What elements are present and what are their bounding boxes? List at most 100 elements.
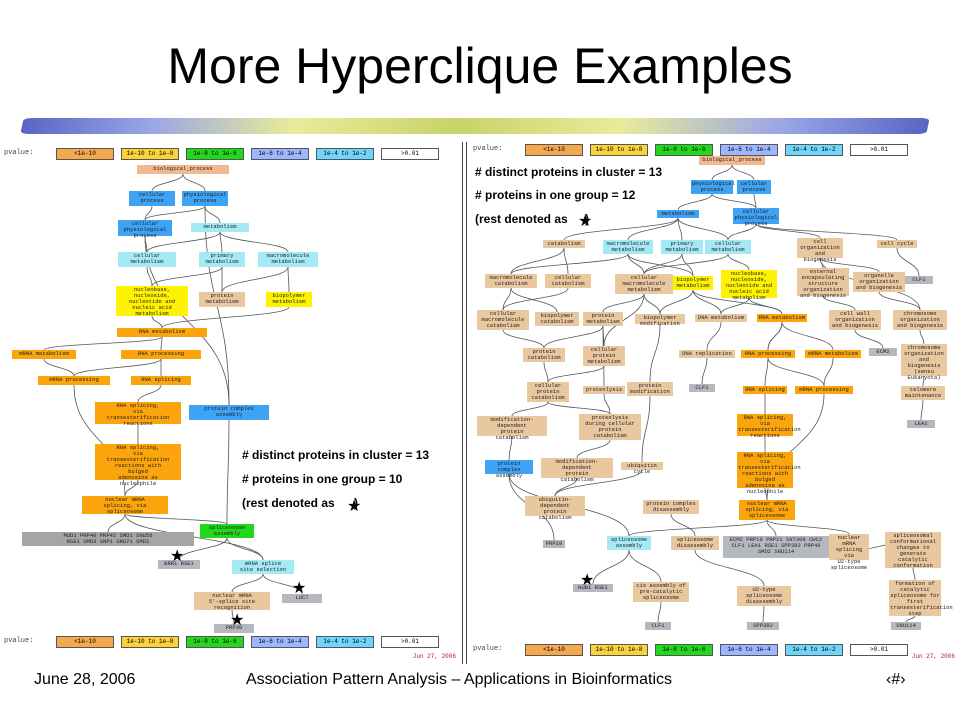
legend-item: 1e-6 to 1e-4 xyxy=(720,144,778,156)
go-term-clf1: CLF1 xyxy=(689,384,715,392)
graph-edge xyxy=(896,247,920,277)
graph-edge xyxy=(755,223,898,241)
graph-edge xyxy=(627,217,679,241)
legend-label: pvalue: xyxy=(473,145,503,153)
go-term-cellular-macromolecule-metabolism: cellular macromolecule metabolism xyxy=(615,274,673,294)
go-term-nuclear-mrna-5-splice-site-recognition: nuclear mRNA 5'-splice site recognition xyxy=(194,592,270,611)
star-icon: ★ xyxy=(292,580,307,597)
go-term-cell-wall-organization-and-biogenesis: cell wall organization and biogenesis xyxy=(829,310,881,330)
graph-edge xyxy=(502,329,545,349)
go-term-proteolysis-during-cellular-protein-cata: proteolysis during cellular protein cata… xyxy=(579,414,641,440)
graph-edge xyxy=(603,393,611,415)
graph-edge xyxy=(219,231,289,253)
go-term-mrna-processing: mRNA processing xyxy=(795,386,853,394)
go-term-spliceosome-assembly: spliceosome assembly xyxy=(607,536,651,550)
go-term-external-encapsulating-structure-organiz: external encapsulating structure organiz… xyxy=(797,268,849,299)
graph-edge xyxy=(627,253,645,275)
graph-edge xyxy=(178,537,228,561)
graph-edge xyxy=(262,573,303,595)
graph-edge xyxy=(508,435,513,461)
graph-edge xyxy=(823,357,834,387)
go-term-rna-splicing-via-transesterification-rea: RNA splicing, via transesterification re… xyxy=(737,452,801,495)
legend-item: 1e-4 to 1e-2 xyxy=(785,644,843,656)
go-term-biopolymer-metabolism: biopolymer metabolism xyxy=(673,276,713,290)
go-term-cellular-physiological-process: cellular physiological process xyxy=(118,220,172,239)
star-icon: ★ xyxy=(347,498,362,515)
graph-edge xyxy=(511,401,549,417)
go-term-biopolymer-catabolism: biopolymer catabolism xyxy=(535,312,579,326)
go-term-protein-complex-assembly: protein complex assembly xyxy=(189,405,269,420)
go-term-cellular-process: cellular process xyxy=(737,180,771,194)
graph-edge xyxy=(144,205,206,221)
graph-edge xyxy=(543,361,549,383)
title-underline-bar xyxy=(20,118,930,134)
graph-edge xyxy=(720,297,750,315)
graph-edge xyxy=(822,295,856,311)
star-icon: ★ xyxy=(230,612,245,629)
go-term-cell-organization-and-biogenesis: cell organization and biogenesis xyxy=(797,238,843,263)
go-term-nucleobase-nucleoside-nucleotide-and-nuc: nucleobase, nucleoside, nucleotide and n… xyxy=(721,270,777,301)
graph-edge xyxy=(554,469,643,497)
legend-item: 1e-10 to 1e-8 xyxy=(590,644,648,656)
legend-item: 1e-4 to 1e-2 xyxy=(316,148,374,160)
go-term-macromolecule-metabolism: macromolecule metabolism xyxy=(603,240,653,254)
legend-item: 1e-6 to 1e-4 xyxy=(251,636,309,648)
graph-edge xyxy=(73,358,162,377)
go-term-metabolism: metabolism xyxy=(657,210,699,218)
go-term-snu114: SNU114 xyxy=(891,622,921,630)
graph-edge xyxy=(628,519,768,537)
graph-edge xyxy=(592,549,630,585)
graph-edge xyxy=(603,293,645,347)
graph-edge xyxy=(502,287,569,311)
go-term-spp382: SPP382 xyxy=(747,622,779,630)
graph-edge xyxy=(563,217,679,241)
graph-edge xyxy=(137,384,162,403)
star-icon: ★ xyxy=(580,572,595,589)
graph-edge xyxy=(681,253,694,277)
graph-edge xyxy=(643,253,683,275)
legend-item: 1e-10 to 1e-8 xyxy=(121,636,179,648)
star-icon: ★ xyxy=(170,548,185,565)
go-term-protein-modification: protein modification xyxy=(627,382,673,396)
go-term-cellular-protein-catabolism: cellular protein catabolism xyxy=(527,382,569,402)
legend-item: 1e-10 to 1e-8 xyxy=(590,144,648,156)
graph-edge xyxy=(219,231,223,253)
annotation-rest-denoted: (rest denoted as ) xyxy=(242,496,358,510)
annotation-one-group: # proteins in one group = 12 xyxy=(475,188,636,202)
go-term-clf1: CLF1 xyxy=(905,276,933,284)
go-term-modification-dependent-protein-catabolis: modification-dependent protein catabolis… xyxy=(477,416,547,441)
legend-item: >0.01 xyxy=(381,636,439,648)
graph-edge xyxy=(677,193,713,211)
graph-edge xyxy=(643,253,729,275)
graph-edge xyxy=(144,205,153,221)
graph-edge xyxy=(124,479,139,497)
go-term-mrna-splice-site-selection: mRNA splice site selection xyxy=(232,560,294,574)
graph-edge xyxy=(151,173,184,192)
graph-edge xyxy=(767,357,825,387)
graph-edge xyxy=(124,513,228,525)
date-stamp: Jun 27, 2006 xyxy=(911,653,955,660)
legend-item: 1e-10 to 1e-8 xyxy=(121,148,179,160)
go-term-nuclear-mrna-splicing-via-spliceosome: nuclear mRNA splicing, via spliceosome xyxy=(739,500,795,520)
graph-edge xyxy=(694,549,765,587)
annotation-rest-suffix: ) xyxy=(585,212,590,226)
go-term-spliceosome-assembly: spliceosome assembly xyxy=(200,524,254,538)
graph-edge xyxy=(922,375,925,387)
legend-item: <1e-10 xyxy=(56,636,114,648)
legend-item: 1e-4 to 1e-2 xyxy=(785,144,843,156)
go-term-nuclear-mrna-splicing-via-spliceosome: nuclear mRNA splicing, via spliceosome xyxy=(82,496,168,515)
slide-title: More Hyperclique Examples xyxy=(167,38,793,94)
go-term-ecm2-prp19-prp21-snt309-cwc2-clf1-lea1-r: ECM2 PRP19 PRP21 SNT309 CWC2 CLF1 LEA1 R… xyxy=(723,536,829,558)
graph-edge xyxy=(711,164,733,181)
annotation-one-group: # proteins in one group = 10 xyxy=(242,472,403,486)
go-term-primary-metabolism: primary metabolism xyxy=(199,252,245,267)
graph-edge xyxy=(701,357,708,385)
legend-item: 1e-8 to 1e-6 xyxy=(186,636,244,648)
legend-item: >0.01 xyxy=(850,644,908,656)
graph-edge xyxy=(659,289,694,315)
go-term-protein-catabolism: protein catabolism xyxy=(523,348,565,362)
annotation-distinct-proteins: # distinct proteins in cluster = 13 xyxy=(475,165,663,179)
go-term-protein-metabolism: protein metabolism xyxy=(199,292,245,307)
